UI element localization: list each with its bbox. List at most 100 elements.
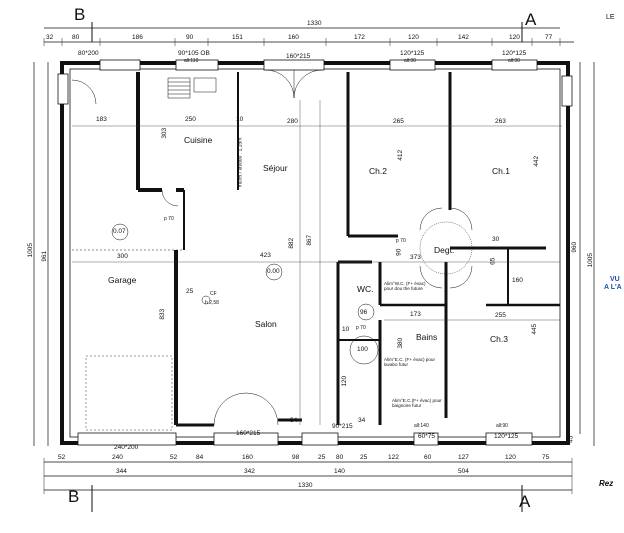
margin-fragment: VU xyxy=(610,276,620,283)
door-swing-sejour xyxy=(265,69,295,99)
dim-bottom-sub: 504 xyxy=(458,468,469,475)
window-top-1 xyxy=(99,59,141,71)
degt-circle xyxy=(419,221,473,275)
room-ch3: Ch.3 xyxy=(490,334,508,344)
level-marker-garage xyxy=(111,223,129,241)
door-label: p 70 xyxy=(164,216,174,222)
inner-dim: 250 xyxy=(185,116,196,123)
window-right-1 xyxy=(561,75,573,107)
dim-bottom: 60 xyxy=(424,454,432,461)
room-ch1: Ch.1 xyxy=(492,166,510,176)
bath-note: Alim°E.C. (F+ évac) pour lavabo futur xyxy=(384,357,435,368)
dim-right-inner: 960 xyxy=(571,241,579,253)
window-top-4 xyxy=(389,59,436,71)
window-top-2 xyxy=(175,59,219,71)
room-ch2: Ch.2 xyxy=(369,166,387,176)
dim-top-seg: 80 xyxy=(72,34,80,41)
dim-left-total: 1005 xyxy=(26,243,34,258)
inner-dim: 833 xyxy=(159,308,167,320)
opening-label: 120*125 xyxy=(400,50,425,57)
inner-dim: 280 xyxy=(287,118,298,125)
inner-dim: 882 xyxy=(288,237,296,249)
level-value: 0.07 xyxy=(113,228,126,235)
dim-top-seg: 90 xyxy=(186,34,194,41)
door-swing-kitchen xyxy=(161,189,179,207)
window-left-1 xyxy=(57,73,69,105)
inner-dim: 263 xyxy=(495,118,506,125)
room-bains: Bains xyxy=(416,332,438,342)
inner-dim: 120 xyxy=(341,375,349,387)
window-bottom-2 xyxy=(301,432,339,446)
room-cuisine: Cuisine xyxy=(184,135,213,145)
opening-label: 90*215 xyxy=(332,423,353,430)
inner-dim: 100 xyxy=(357,346,368,353)
dim-bottom-total: 1330 xyxy=(298,482,313,489)
inner-dim: 160 xyxy=(512,277,523,284)
dim-top-seg: 32 xyxy=(46,34,54,41)
section-a-top: A xyxy=(525,10,537,29)
opening-sill: all:110 xyxy=(184,58,199,64)
dim-bottom: 98 xyxy=(292,454,300,461)
room-salon: Salon xyxy=(255,319,277,329)
level-value: 0.00 xyxy=(267,268,280,275)
opening-label: 160*215 xyxy=(286,53,311,60)
inner-dim: 380 xyxy=(397,337,405,349)
inner-dim: 96 xyxy=(360,309,368,316)
dim-top-seg: 77 xyxy=(545,34,553,41)
door-swing-garage xyxy=(71,79,97,105)
window-top-5 xyxy=(491,59,538,71)
opening-sill: all:140 xyxy=(414,423,429,429)
inner-dim: 442 xyxy=(533,155,541,167)
window-bottom-3 xyxy=(413,432,439,446)
inner-dim: 10 xyxy=(236,116,244,123)
opening-label: 90*105 OB xyxy=(178,50,210,57)
cf-sub: h 2,58 xyxy=(205,300,219,306)
window-bottom-1 xyxy=(213,432,279,446)
inner-dim: 303 xyxy=(161,127,169,139)
section-b-bottom: B xyxy=(68,487,80,506)
dim-bottom-sub: 342 xyxy=(244,468,255,475)
room-garage: Garage xyxy=(108,275,137,285)
inner-dim: 65 xyxy=(489,257,497,265)
stair-symbol xyxy=(167,77,191,99)
sink-symbol xyxy=(193,77,217,93)
inner-dim: 300 xyxy=(117,253,128,260)
inner-dim: 867 xyxy=(306,234,314,246)
door-swing-ch3 xyxy=(449,265,473,289)
room-degt: Degt. xyxy=(434,245,455,255)
margin-fragment: Rez xyxy=(599,479,614,488)
dim-bottom: 120 xyxy=(505,454,516,461)
door-label: p 70 xyxy=(356,325,366,331)
inner-dim: 183 xyxy=(96,116,107,123)
inner-dim: 34 xyxy=(358,417,366,424)
inner-dim: 412 xyxy=(397,149,405,161)
room-wc: WC. xyxy=(357,284,374,294)
dim-right-total: 1005 xyxy=(586,253,594,268)
inner-dim: 423 xyxy=(260,252,271,259)
dim-bottom: 52 xyxy=(170,454,178,461)
garage-parking-outline xyxy=(85,355,173,431)
dim-bottom: 127 xyxy=(458,454,469,461)
dim-top-seg: 120 xyxy=(509,34,520,41)
opening-label: 120*125 xyxy=(494,433,519,440)
cf-label: CF xyxy=(210,291,217,297)
bath-circle xyxy=(349,335,379,365)
opening-label: 60*75 xyxy=(418,433,435,440)
dim-bottom: 25 xyxy=(318,454,326,461)
inner-dim: 10 xyxy=(342,326,350,333)
dim-right-small: 45 xyxy=(567,435,575,443)
section-b-top: B xyxy=(74,5,86,24)
dim-bottom-sub: 344 xyxy=(116,468,127,475)
dim-bottom: 52 xyxy=(58,454,66,461)
wc-circle xyxy=(357,303,375,321)
opening-sill: all:90 xyxy=(496,423,508,429)
door-swing-ch2 xyxy=(419,207,443,231)
inner-dim: 255 xyxy=(495,312,506,319)
dim-bottom: 75 xyxy=(542,454,550,461)
dim-top-seg: 151 xyxy=(232,34,243,41)
margin-fragment: LE xyxy=(606,14,615,21)
dim-top-seg: 186 xyxy=(132,34,143,41)
dim-top-seg: 172 xyxy=(354,34,365,41)
window-top-3 xyxy=(263,59,325,71)
